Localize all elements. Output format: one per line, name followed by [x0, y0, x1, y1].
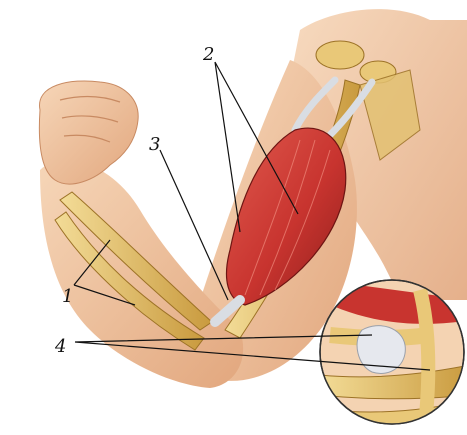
shoulder-bone-head — [316, 41, 364, 69]
label-3: 3 — [149, 134, 160, 155]
label-1: 1 — [62, 286, 73, 307]
elbow-zoom-inset — [320, 280, 467, 430]
label-2: 2 — [202, 44, 214, 65]
label-4: 4 — [54, 336, 66, 357]
